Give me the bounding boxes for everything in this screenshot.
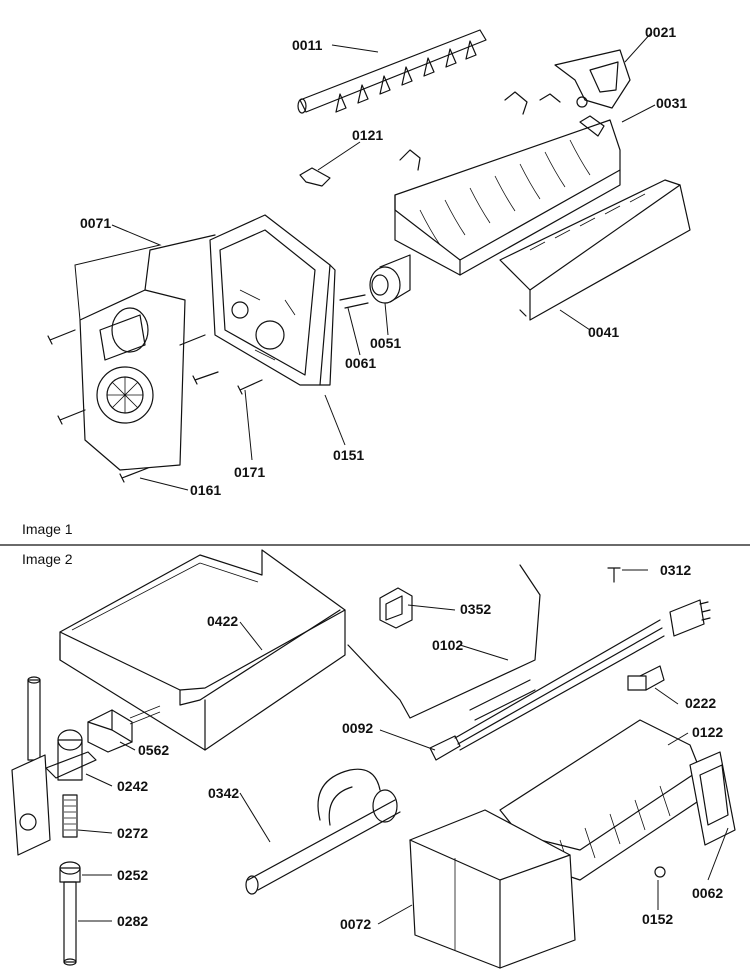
part-0352-clip: [379, 587, 413, 629]
part-0071-motor-housing: [79, 234, 216, 471]
callout-0122: 0122: [692, 724, 723, 740]
part-0061-pin: [339, 294, 369, 309]
callout-0041: 0041: [588, 324, 619, 340]
part-0072-cover: [409, 809, 576, 969]
callout-0092: 0092: [342, 720, 373, 736]
callout-0562: 0562: [138, 742, 169, 758]
callout-0061: 0061: [345, 355, 376, 371]
panel-image-2: Image 2: [11, 549, 736, 969]
panel-image-1: 0011 0021 0031 0121 0071 0051 0061 0041 …: [22, 24, 691, 537]
part-0041-cover: [499, 179, 691, 321]
part-0151-control-box: [209, 214, 336, 386]
part-0312-screw: [607, 567, 621, 583]
callout-0422: 0422: [207, 613, 238, 629]
part-0011-ejector: [297, 29, 487, 114]
callout-0152: 0152: [642, 911, 673, 927]
panel-caption-image-2: Image 2: [22, 551, 73, 567]
callout-0161: 0161: [190, 482, 221, 498]
callout-0011: 0011: [292, 37, 323, 53]
callout-0121: 0121: [352, 127, 383, 143]
part-0122-mold: [499, 719, 736, 881]
callout-0222: 0222: [685, 695, 716, 711]
part-0121-clip: [299, 167, 331, 187]
part-auger-assembly: [11, 676, 97, 966]
part-0222-clip: [627, 665, 665, 691]
part-0562-motor: [87, 705, 161, 753]
callout-0282: 0282: [117, 913, 148, 929]
callout-0062: 0062: [692, 885, 723, 901]
callout-0072: 0072: [340, 916, 371, 932]
callout-0252: 0252: [117, 867, 148, 883]
callout-0352: 0352: [460, 601, 491, 617]
callout-0342: 0342: [208, 785, 239, 801]
panel-caption-image-1: Image 1: [22, 521, 73, 537]
callout-0021: 0021: [645, 24, 676, 40]
part-screws: [47, 329, 263, 483]
part-0102-wire: [347, 564, 541, 719]
part-0422-ice-bin: [59, 549, 346, 751]
callout-0171: 0171: [234, 464, 265, 480]
callout-0312: 0312: [660, 562, 691, 578]
callout-0051: 0051: [370, 335, 401, 351]
part-0342-tube: [245, 768, 401, 895]
part-0031-mold: [394, 91, 621, 276]
callout-0272: 0272: [117, 825, 148, 841]
callout-0151: 0151: [333, 447, 364, 463]
callout-0031: 0031: [656, 95, 687, 111]
callout-0102: 0102: [432, 637, 463, 653]
callout-0071: 0071: [80, 215, 111, 231]
part-0051-thermostat: [369, 254, 411, 304]
part-0092-harness: [429, 599, 711, 761]
callout-0242: 0242: [117, 778, 148, 794]
part-0021-fill-cup: [554, 49, 631, 109]
